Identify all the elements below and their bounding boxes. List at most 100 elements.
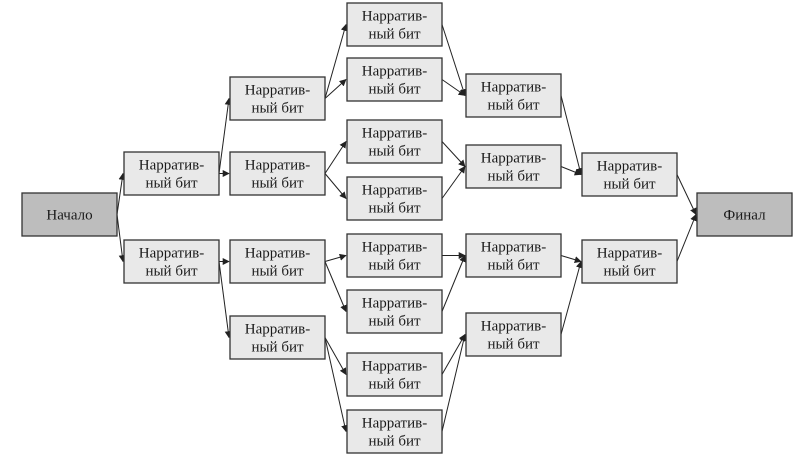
node-box-f2 bbox=[581, 239, 678, 284]
node-label-e3-line-1: ный бит bbox=[487, 258, 540, 274]
node-label-start-line-0: Начало bbox=[46, 208, 92, 224]
node-e4: Нарратив-ный бит bbox=[465, 312, 562, 357]
node-label-c4-line-0: Нарратив- bbox=[245, 322, 310, 338]
node-d3: Нарратив-ный бит bbox=[346, 119, 443, 164]
node-label-d8-line-0: Нарратив- bbox=[362, 416, 427, 432]
edge-c3-to-d5 bbox=[324, 253, 347, 262]
node-box-b2 bbox=[123, 239, 220, 284]
node-label-d2-line-1: ный бит bbox=[368, 82, 421, 98]
node-label-e2-line-1: ный бит bbox=[487, 169, 540, 185]
edge-b1-to-c1 bbox=[218, 97, 232, 174]
node-label-d6-line-0: Нарратив- bbox=[362, 296, 427, 312]
edge-b2-to-c4 bbox=[218, 261, 232, 339]
edge-c4-to-d7 bbox=[324, 337, 347, 376]
node-label-c4-line-1: ный бит bbox=[251, 340, 304, 356]
edge-c4-to-d8 bbox=[324, 337, 349, 433]
edges-layer bbox=[116, 23, 697, 433]
node-label-d4-line-0: Нарратив- bbox=[362, 183, 427, 199]
node-label-d7-line-0: Нарратив- bbox=[362, 359, 427, 375]
node-label-d4-line-1: ный бит bbox=[368, 201, 421, 217]
node-label-d1-line-0: Нарратив- bbox=[362, 9, 427, 25]
node-label-d6-line-1: ный бит bbox=[368, 314, 421, 330]
node-box-d4 bbox=[346, 176, 443, 221]
edge-c2-to-d4 bbox=[324, 173, 347, 200]
node-box-c3 bbox=[229, 239, 326, 284]
node-label-e1-line-1: ный бит bbox=[487, 98, 540, 114]
node-label-d5-line-0: Нарратив- bbox=[362, 240, 427, 256]
node-label-c2-line-1: ный бит bbox=[251, 176, 304, 192]
node-box-f1 bbox=[581, 152, 678, 197]
edge-start-to-b1 bbox=[116, 172, 126, 215]
edge-f1-to-end bbox=[676, 174, 697, 216]
node-label-e1-line-0: Нарратив- bbox=[481, 80, 546, 96]
node-box-c1 bbox=[229, 76, 326, 121]
edge-c3-to-d6 bbox=[324, 261, 347, 313]
edge-e1-to-f1 bbox=[560, 95, 583, 176]
node-label-b2-line-0: Нарратив- bbox=[139, 246, 204, 262]
node-label-c3-line-0: Нарратив- bbox=[245, 246, 310, 262]
node-label-end-line-0: Финал bbox=[723, 208, 766, 224]
node-label-f1-line-1: ный бит bbox=[603, 177, 656, 193]
node-box-c4 bbox=[229, 315, 326, 360]
node-label-f2-line-0: Нарратив- bbox=[597, 246, 662, 262]
node-start: Начало bbox=[21, 192, 118, 237]
node-f1: Нарратив-ный бит bbox=[581, 152, 678, 197]
node-label-f1-line-0: Нарратив- bbox=[597, 159, 662, 175]
edge-d2-to-e1 bbox=[441, 79, 466, 96]
edge-c2-to-d3 bbox=[324, 140, 347, 174]
node-label-d3-line-1: ный бит bbox=[368, 144, 421, 160]
node-box-c2 bbox=[229, 151, 326, 196]
node-d2: Нарратив-ный бит bbox=[346, 57, 443, 102]
node-d8: Нарратив-ный бит bbox=[346, 409, 443, 454]
edge-d3-to-e2 bbox=[441, 141, 466, 168]
node-b2: Нарратив-ный бит bbox=[123, 239, 220, 284]
node-label-c3-line-1: ный бит bbox=[251, 264, 304, 280]
edge-d6-to-e3 bbox=[441, 254, 466, 312]
node-e3: Нарратив-ный бит bbox=[465, 233, 562, 278]
node-box-b1 bbox=[123, 151, 220, 196]
edge-d4-to-e2 bbox=[441, 165, 466, 199]
node-label-d5-line-1: ный бит bbox=[368, 258, 421, 274]
node-box-e3 bbox=[465, 233, 562, 278]
node-d7: Нарратив-ный бит bbox=[346, 352, 443, 397]
node-c3: Нарратив-ный бит bbox=[229, 239, 326, 284]
edge-d8-to-e4 bbox=[441, 333, 467, 432]
node-d4: Нарратив-ный бит bbox=[346, 176, 443, 221]
node-box-e2 bbox=[465, 144, 562, 189]
node-label-c2-line-0: Нарратив- bbox=[245, 158, 310, 174]
node-label-b1-line-1: ный бит bbox=[145, 176, 198, 192]
node-f2: Нарратив-ный бит bbox=[581, 239, 678, 284]
node-box-d2 bbox=[346, 57, 443, 102]
node-label-b2-line-1: ный бит bbox=[145, 264, 198, 280]
node-d5: Нарратив-ный бит bbox=[346, 233, 443, 278]
node-box-d5 bbox=[346, 233, 443, 278]
node-label-d2-line-0: Нарратив- bbox=[362, 64, 427, 80]
edge-d7-to-e4 bbox=[441, 333, 466, 375]
edge-e4-to-f2 bbox=[560, 260, 583, 335]
node-label-d1-line-1: ный бит bbox=[368, 27, 421, 43]
node-box-d1 bbox=[346, 2, 443, 47]
node-box-end bbox=[696, 192, 793, 237]
node-box-e1 bbox=[465, 73, 562, 118]
edge-start-to-b2 bbox=[116, 214, 126, 263]
node-label-b1-line-0: Нарратив- bbox=[139, 158, 204, 174]
edge-f2-to-end bbox=[676, 213, 697, 262]
node-label-e3-line-0: Нарратив- bbox=[481, 240, 546, 256]
node-label-e4-line-1: ный бит bbox=[487, 337, 540, 353]
node-e2: Нарратив-ный бит bbox=[465, 144, 562, 189]
node-label-d7-line-1: ный бит bbox=[368, 377, 421, 393]
edge-c1-to-d2 bbox=[324, 79, 347, 99]
edge-d1-to-e1 bbox=[441, 24, 467, 97]
node-c1: Нарратив-ный бит bbox=[229, 76, 326, 121]
edge-e3-to-f2 bbox=[560, 255, 582, 264]
node-box-d7 bbox=[346, 352, 443, 397]
node-label-f2-line-1: ный бит bbox=[603, 264, 656, 280]
node-label-d8-line-1: ный бит bbox=[368, 434, 421, 450]
node-box-d3 bbox=[346, 119, 443, 164]
node-b1: Нарратив-ный бит bbox=[123, 151, 220, 196]
node-d1: Нарратив-ный бит bbox=[346, 2, 443, 47]
edge-c1-to-d1 bbox=[324, 23, 348, 99]
node-d6: Нарратив-ный бит bbox=[346, 289, 443, 334]
